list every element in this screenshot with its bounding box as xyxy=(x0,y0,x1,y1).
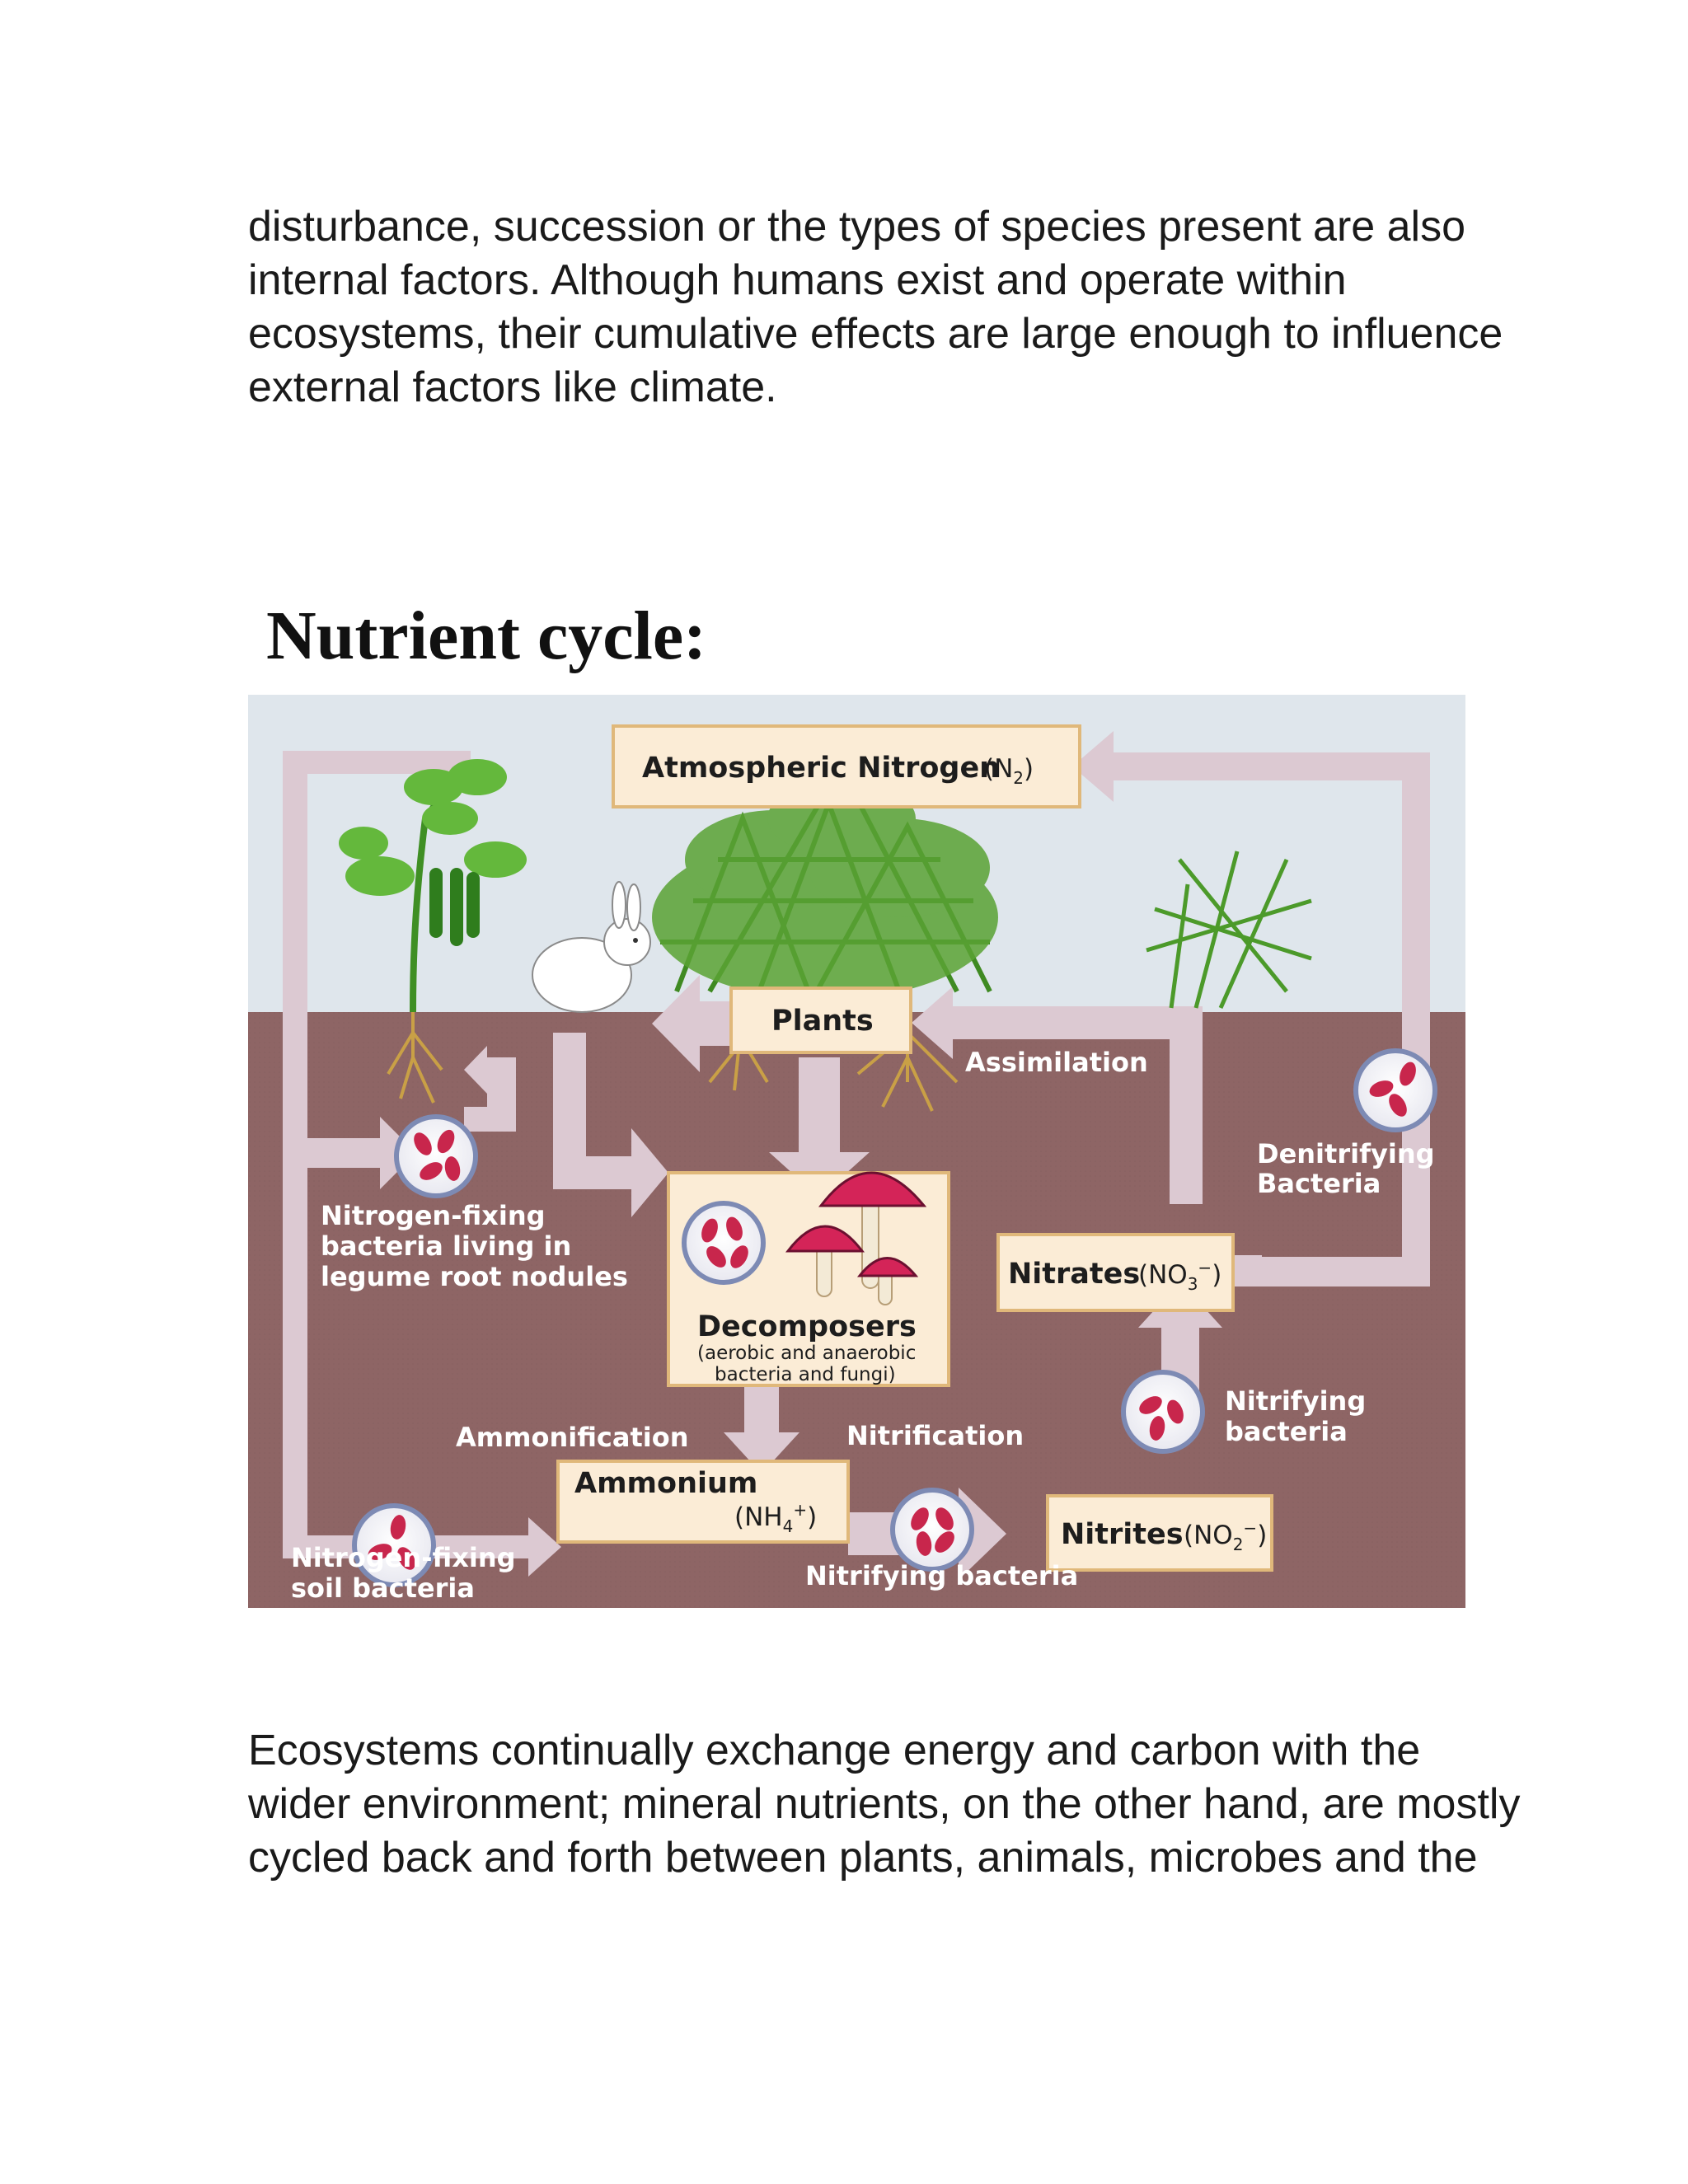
denitrifying-label: Denitrifying xyxy=(1257,1138,1435,1169)
legume-bacteria-label: bacteria living in xyxy=(321,1230,571,1262)
bacteria-icon xyxy=(890,1488,974,1572)
nitrates-formula: (NO3−) xyxy=(1138,1258,1221,1294)
text-line: disturbance, succession or the types of … xyxy=(248,203,1466,251)
nitrifying-bacteria-bottom-label: Nitrifying bacteria xyxy=(805,1560,1078,1591)
legume-plant xyxy=(339,759,527,1013)
nitrites-box: Nitrites (NO2−) xyxy=(1046,1494,1273,1572)
body-paragraph: Ecosystems continually exchange energy a… xyxy=(248,1724,1583,1885)
text-line: external factors like climate. xyxy=(248,363,777,411)
rabbit-illustration xyxy=(532,881,651,1013)
soil-bacteria-label: soil bacteria xyxy=(291,1572,475,1604)
soil-bacteria-label: Nitrogen-fixing xyxy=(291,1542,516,1573)
text-line: wider environment; mineral nutrients, on… xyxy=(248,1780,1521,1828)
ammonium-label: Ammonium xyxy=(574,1467,757,1500)
nitrification-label: Nitrification xyxy=(846,1420,1024,1451)
decomposers-note: (aerobic and anaerobic xyxy=(697,1343,916,1364)
decomposers-label: Decomposers xyxy=(697,1310,917,1343)
atmospheric-label: Atmospheric Nitrogen xyxy=(642,752,1000,785)
nitrates-box: Nitrates (NO3−) xyxy=(996,1233,1235,1312)
shrub-illustration xyxy=(1146,851,1312,1010)
text-line: internal factors. Although humans exist … xyxy=(248,256,1347,304)
ammonium-box: Ammonium (NH4+) xyxy=(556,1460,850,1544)
bacteria-icon xyxy=(1121,1370,1205,1454)
ammonium-formula: (NH4+) xyxy=(734,1500,817,1536)
nitrates-label: Nitrates xyxy=(1008,1258,1140,1291)
legume-bacteria-label: Nitrogen-fixing xyxy=(321,1200,546,1231)
assimilation-label: Assimilation xyxy=(965,1047,1148,1078)
nitrogen-cycle-diagram: Atmospheric Nitrogen (N2) Plants Decompo… xyxy=(248,695,1465,1608)
nitrites-formula: (NO2−) xyxy=(1184,1518,1267,1554)
plants-label: Plants xyxy=(771,1005,874,1038)
text-line: ecosystems, their cumulative effects are… xyxy=(248,310,1503,358)
section-heading: Nutrient cycle: xyxy=(266,598,707,674)
ammonification-label: Ammonification xyxy=(456,1422,689,1453)
nitrifying-bacteria-label: Nitrifying xyxy=(1225,1385,1366,1417)
intro-paragraph: disturbance, succession or the types of … xyxy=(248,200,1583,415)
legume-bacteria-label: legume root nodules xyxy=(321,1261,628,1292)
bacteria-icon xyxy=(394,1114,478,1198)
bacteria-icon xyxy=(1353,1048,1437,1132)
plants-box: Plants xyxy=(729,987,912,1054)
nitrites-label: Nitrites xyxy=(1061,1518,1184,1551)
text-line: Ecosystems continually exchange energy a… xyxy=(248,1727,1421,1774)
atmospheric-nitrogen-box: Atmospheric Nitrogen (N2) xyxy=(612,724,1081,808)
decomposers-note: bacteria and fungi) xyxy=(715,1364,896,1385)
bacteria-icon xyxy=(682,1201,766,1285)
text-line: cycled back and forth between plants, an… xyxy=(248,1834,1478,1882)
bacteria-icon xyxy=(352,1503,436,1587)
nitrifying-bacteria-label: bacteria xyxy=(1225,1416,1348,1447)
atmospheric-formula: (N2) xyxy=(984,754,1034,788)
denitrifying-label: Bacteria xyxy=(1257,1168,1381,1199)
